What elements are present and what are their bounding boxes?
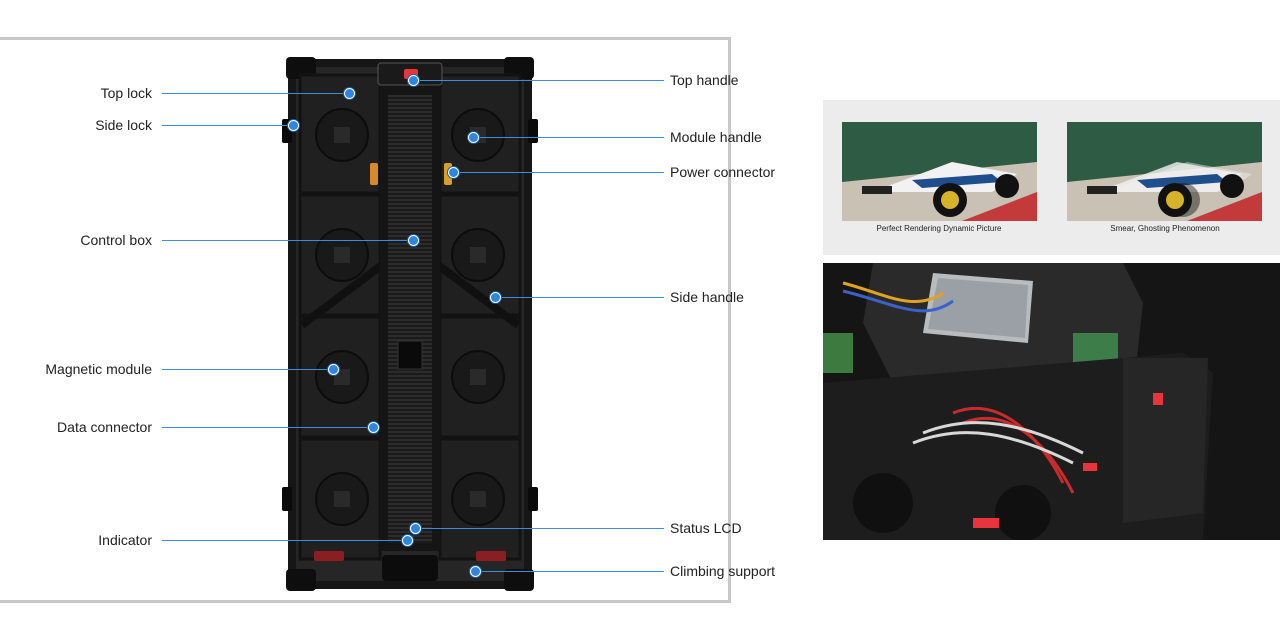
refresh-comparison-panel: Perfect Rendering Dynamic Picture Smear,… xyxy=(823,100,1280,255)
callout-dot-top-handle xyxy=(408,75,419,86)
leader-module-handle xyxy=(472,137,664,138)
leader-side-handle xyxy=(494,297,664,298)
callout-dot-status-lcd xyxy=(410,523,421,534)
callout-dot-magnetic-module xyxy=(328,364,339,375)
label-top-handle: Top handle xyxy=(670,72,739,88)
leader-indicator xyxy=(162,540,406,541)
label-data-connector: Data connector xyxy=(57,419,152,435)
callout-dot-side-lock xyxy=(288,120,299,131)
label-power-connector: Power connector xyxy=(670,164,776,180)
callout-dot-control-box xyxy=(408,235,419,246)
label-control-box: Control box xyxy=(80,232,152,248)
caption-smear-ghosting: Smear, Ghosting Phenomenon xyxy=(1110,224,1220,233)
callout-dot-data-connector xyxy=(368,422,379,433)
leader-control-box xyxy=(162,240,412,241)
leader-side-lock xyxy=(162,125,292,126)
label-module-handle: Module handle xyxy=(670,129,762,145)
leader-power-connector xyxy=(452,172,664,173)
label-side-lock: Side lock xyxy=(95,117,152,133)
callout-dot-indicator xyxy=(402,535,413,546)
label-magnetic-module: Magnetic module xyxy=(45,361,152,377)
callout-dot-top-lock xyxy=(344,88,355,99)
label-status-lcd: Status LCD xyxy=(670,520,742,536)
leader-top-handle xyxy=(412,80,664,81)
race-car-sharp-image xyxy=(842,122,1037,221)
frame-bottom-border xyxy=(0,600,731,603)
callout-dot-power-connector xyxy=(448,167,459,178)
callout-dot-side-handle xyxy=(490,292,501,303)
label-indicator: Indicator xyxy=(98,532,152,548)
frame-right-border xyxy=(728,37,731,603)
label-top-lock: Top lock xyxy=(100,85,152,101)
caption-perfect-rendering: Perfect Rendering Dynamic Picture xyxy=(876,224,1002,233)
callout-dot-module-handle xyxy=(468,132,479,143)
leader-data-connector xyxy=(162,427,372,428)
label-side-handle: Side handle xyxy=(670,289,744,305)
leader-top-lock xyxy=(162,93,348,94)
race-car-blurred-image xyxy=(1067,122,1262,221)
leader-magnetic-module xyxy=(162,369,332,370)
callout-dot-climbing-support xyxy=(470,566,481,577)
control-box-interior-photo xyxy=(823,263,1280,540)
label-climbing-support: Climbing support xyxy=(670,563,776,579)
leader-climbing-support xyxy=(474,571,664,572)
led-cabinet-back-view xyxy=(282,57,538,591)
leader-status-lcd xyxy=(414,528,664,529)
frame-top-border xyxy=(0,37,731,40)
